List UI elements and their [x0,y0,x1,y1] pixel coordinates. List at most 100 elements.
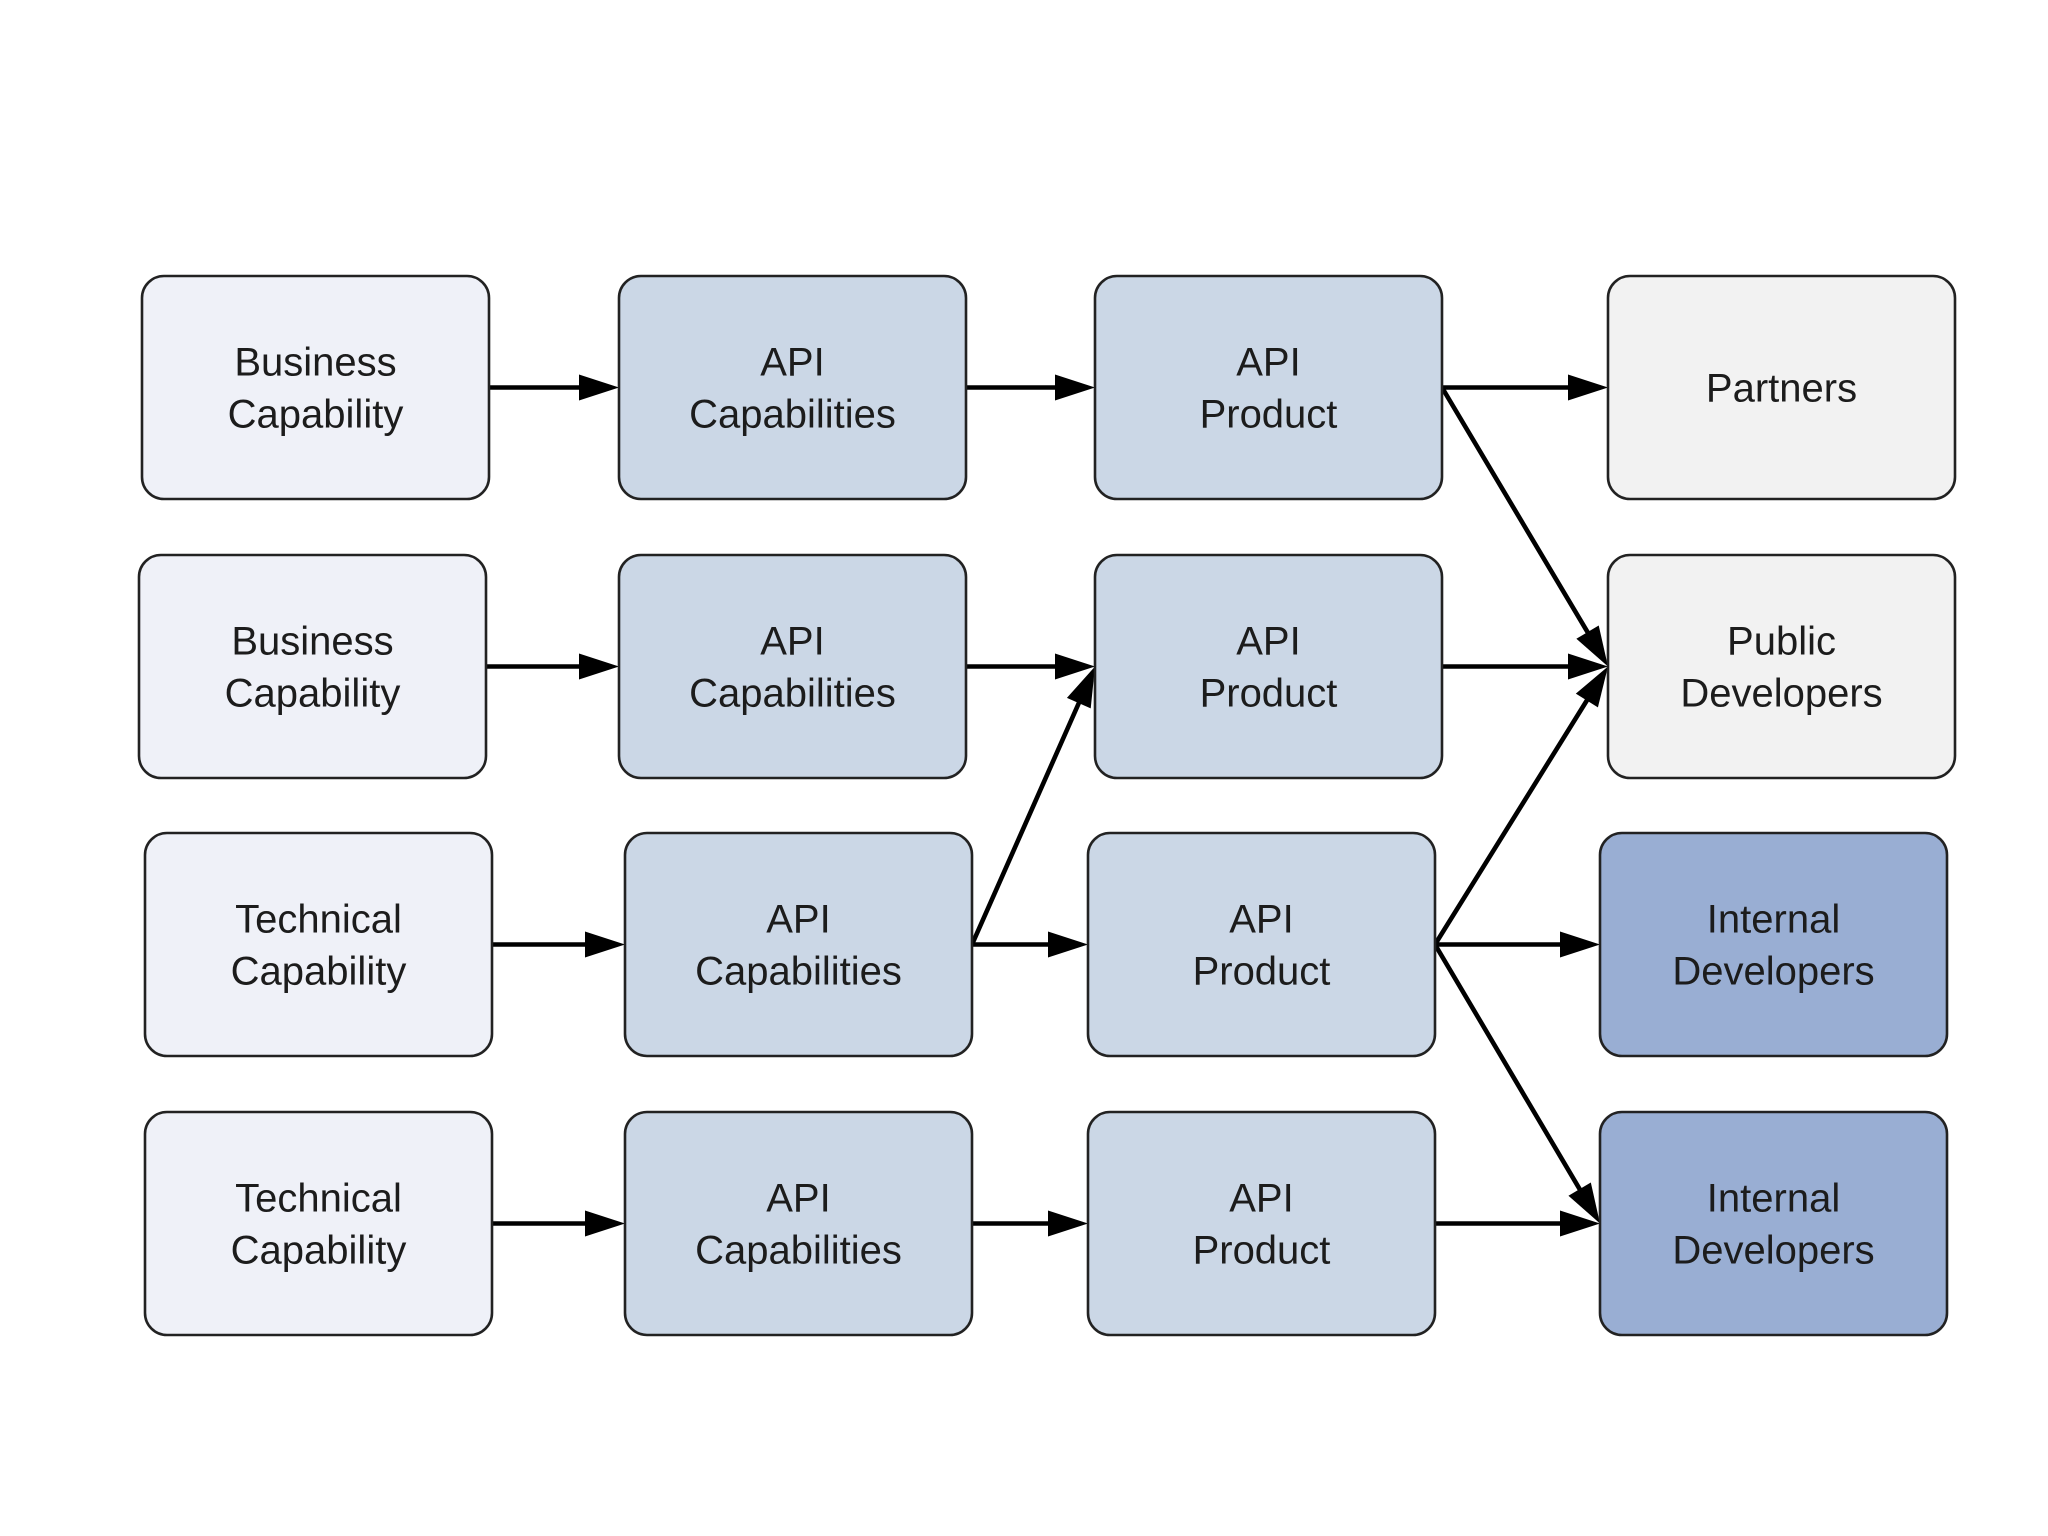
edge-ac3-to-ap3 [969,931,1088,958]
arrowhead-icon [1560,931,1600,958]
arrowhead-icon [1568,374,1608,401]
edges-layer [483,374,1608,1237]
node-box [137,553,488,780]
arrowhead-icon [1055,653,1095,680]
node-ap2: API Product [1093,553,1444,780]
edge-tc2-to-ac4 [489,1210,625,1237]
node-label: Developers [1672,950,1874,994]
node-label: Capability [228,393,404,437]
edge-ap1-to-partners [1439,374,1608,401]
node-label: API [760,341,824,385]
node-label: Capability [225,672,401,716]
edge-ap3-to-internal2 [1432,942,1600,1224]
node-box [623,1110,974,1337]
node-label: Capability [231,950,407,994]
node-box [1606,553,1957,780]
arrowhead-icon [585,1210,625,1237]
nodes-layer: BusinessCapabilityBusinessCapabilityTech… [137,274,1957,1337]
node-label: Developers [1672,1229,1874,1273]
node-label: Partners [1706,367,1857,411]
node-box [140,274,491,501]
node-ac1: API Capabilities [617,274,968,501]
node-label: Developers [1680,672,1882,716]
node-box [1093,274,1444,501]
arrowhead-icon [1568,1182,1600,1224]
edge-line [969,698,1082,947]
node-label: API [766,1177,830,1221]
node-box [1598,831,1949,1058]
edge-ap2-to-public [1439,653,1608,680]
node-label: Business [231,620,393,664]
node-ap3: API Product [1086,831,1437,1058]
edge-ap3-to-internal1 [1432,931,1600,958]
edge-line [1439,385,1591,637]
arrowhead-icon [1560,1210,1600,1237]
node-label: API [1236,341,1300,385]
node-label: Product [1200,672,1338,716]
node-ac4: API Capabilities [623,1110,974,1337]
arrowhead-icon [579,653,619,680]
node-label: Capabilities [695,950,902,994]
edge-ac4-to-ap4 [969,1210,1088,1237]
node-ap4: API Product [1086,1110,1437,1337]
node-box [623,831,974,1058]
node-label: Product [1193,1229,1331,1273]
node-label: Capabilities [689,393,896,437]
node-label: Product [1193,950,1331,994]
arrowhead-icon [1575,666,1608,708]
edge-ap1-to-public [1439,385,1608,667]
edge-bc1-to-ac1 [486,374,619,401]
node-box [1086,1110,1437,1337]
node-label: API [1229,1177,1293,1221]
edge-line [1432,942,1583,1194]
arrowhead-icon [1048,931,1088,958]
node-box [143,831,494,1058]
node-box [617,553,968,780]
node-label: API [1236,620,1300,664]
arrowhead-icon [1066,666,1095,709]
node-box [1093,553,1444,780]
edge-ac2-to-ap2 [963,653,1095,680]
node-label: API [766,898,830,942]
node-label: Public [1727,620,1836,664]
node-label: Internal [1707,1177,1840,1221]
node-partners: Partners [1606,274,1957,501]
edge-bc2-to-ac2 [483,653,619,680]
node-box [1606,274,1957,501]
arrowhead-icon [1568,653,1608,680]
node-label: API [760,620,824,664]
arrowhead-icon [585,931,625,958]
edge-ap4-to-internal2 [1432,1210,1600,1237]
node-label: Business [234,341,396,385]
edge-tc1-to-ac3 [489,931,625,958]
node-label: Product [1200,393,1338,437]
arrowhead-icon [579,374,619,401]
edge-line [1432,696,1591,947]
arrowhead-icon [1576,625,1608,667]
edge-ac1-to-ap1 [963,374,1095,401]
node-label: Internal [1707,898,1840,942]
arrowhead-icon [1048,1210,1088,1237]
node-label: Technical [235,1177,402,1221]
node-label: Capability [231,1229,407,1273]
node-label: Capabilities [689,672,896,716]
node-box [1086,831,1437,1058]
node-ap1: API Product [1093,274,1444,501]
node-label: Capabilities [695,1229,902,1273]
node-box [143,1110,494,1337]
node-label: Technical [235,898,402,942]
node-box [1598,1110,1949,1337]
node-label: API [1229,898,1293,942]
edge-ac3-to-ap2 [969,666,1095,947]
arrowhead-icon [1055,374,1095,401]
node-box [617,274,968,501]
